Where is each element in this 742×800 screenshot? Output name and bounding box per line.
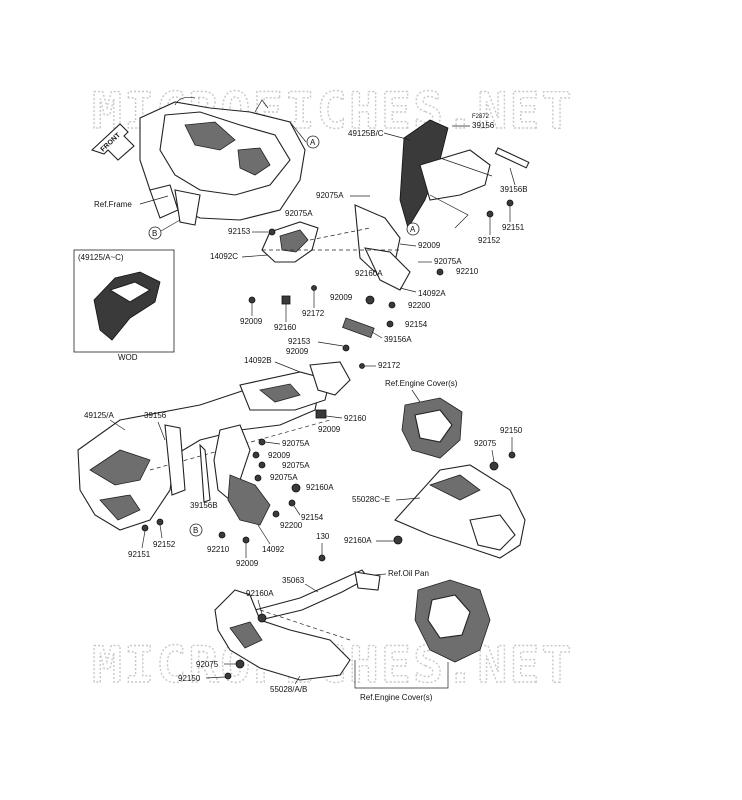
label-92153-mid: 92153: [288, 337, 311, 346]
label-92075a-4: 92075A: [282, 439, 310, 448]
inset-box: (49125/A~C) WOD: [73, 249, 175, 362]
label-92172-upper: 92172: [302, 309, 325, 318]
callout-a-upper: [306, 135, 320, 149]
label-39156b-top: 39156B: [500, 185, 528, 194]
label-92009-m3: 92009: [240, 317, 263, 326]
label-92154-upper: 92154: [405, 320, 428, 329]
label-92009-m6: 92009: [318, 425, 341, 434]
inset-footer: WOD: [118, 353, 138, 362]
label-92151-lower: 92151: [128, 550, 151, 559]
label-39156-top: 39156: [472, 121, 495, 130]
label-92075a-2: 92075A: [285, 209, 313, 218]
label-92150-upper: 92150: [500, 426, 523, 435]
callout-b-upper: [148, 226, 162, 240]
upper-middle-brackets: [261, 204, 411, 291]
callout-a-upper-label: A: [310, 138, 316, 147]
label-92009-m8: 92009: [236, 559, 259, 568]
label-92152-upper: 92152: [478, 236, 501, 245]
lower-left-cowl: [214, 589, 351, 681]
label-92009-r1: 92009: [418, 241, 441, 250]
callout-b-lower: [189, 523, 203, 537]
label-39156-mid: 39156: [144, 411, 167, 420]
label-35063: 35063: [282, 576, 305, 585]
label-ref-engine-cover-1: Ref.Engine Cover(s): [385, 379, 458, 388]
lower-right-cowl: [394, 464, 526, 559]
label-92075-lower: 92075: [196, 660, 219, 669]
label-14092a: 14092A: [418, 289, 446, 298]
oil-pan-bracket: [254, 569, 381, 621]
label-92160a-upper: 92160A: [355, 269, 383, 278]
engine-cover-upper: [401, 397, 463, 459]
label-ref-engine-cover-2: Ref.Engine Cover(s): [360, 693, 433, 702]
label-92200-mid: 92200: [280, 521, 303, 530]
engine-cover-lower: [414, 579, 491, 663]
label-92160a-lowerleft: 92160A: [246, 589, 274, 598]
front-arrow-icon: FRONT: [90, 123, 135, 161]
label-130: 130: [316, 532, 330, 541]
label-92151-upper: 92151: [502, 223, 525, 232]
label-14092: 14092: [262, 545, 285, 554]
inset-header: (49125/A~C): [78, 253, 124, 262]
callout-a-right: [406, 222, 420, 236]
lower-brackets: [164, 424, 271, 526]
upper-right-cowl: [399, 119, 530, 229]
label-92172-mid: 92172: [378, 361, 401, 370]
label-14092c: 14092C: [210, 252, 238, 261]
label-92075a-1: 92075A: [316, 191, 344, 200]
label-39156a: 39156A: [384, 335, 412, 344]
label-92075a-3: 92075A: [434, 257, 462, 266]
label-92152-lower: 92152: [153, 540, 176, 549]
label-92154-mid: 92154: [301, 513, 324, 522]
label-92210-upper: 92210: [456, 267, 479, 276]
label-55028ce: 55028C~E: [352, 495, 390, 504]
label-92075a-6: 92075A: [270, 473, 298, 482]
label-92153-upper: 92153: [228, 227, 251, 236]
callout-b-lower-label: B: [193, 526, 198, 535]
label-92009-m5: 92009: [286, 347, 309, 356]
label-92200-upper: 92200: [408, 301, 431, 310]
label-ref-frame: Ref.Frame: [94, 200, 132, 209]
label-92210-lower: 92210: [207, 545, 230, 554]
label-49125a: 49125/A: [84, 411, 114, 420]
corner-code: F2872: [472, 114, 490, 120]
label-39156b-mid: 39156B: [190, 501, 218, 510]
label-92075a-5: 92075A: [282, 461, 310, 470]
label-92160-mid: 92160: [344, 414, 367, 423]
label-92160a-mid: 92160A: [306, 483, 334, 492]
callout-b-upper-label: B: [152, 229, 157, 238]
callout-a-right-label: A: [410, 225, 416, 234]
label-92075: 92075: [474, 439, 497, 448]
label-55028ab: 55028/A/B: [270, 685, 307, 694]
label-92009-m7: 92009: [268, 451, 291, 460]
frame-structure: [139, 96, 307, 226]
label-92160-upper: 92160: [274, 323, 297, 332]
label-49125bc: 49125B/C: [348, 129, 384, 138]
label-92160a-lower: 92160A: [344, 536, 372, 545]
label-ref-oil-pan: Ref.Oil Pan: [388, 569, 429, 578]
label-14092b: 14092B: [244, 356, 272, 365]
label-92009-m2: 92009: [330, 293, 353, 302]
label-92150-lower: 92150: [178, 674, 201, 683]
